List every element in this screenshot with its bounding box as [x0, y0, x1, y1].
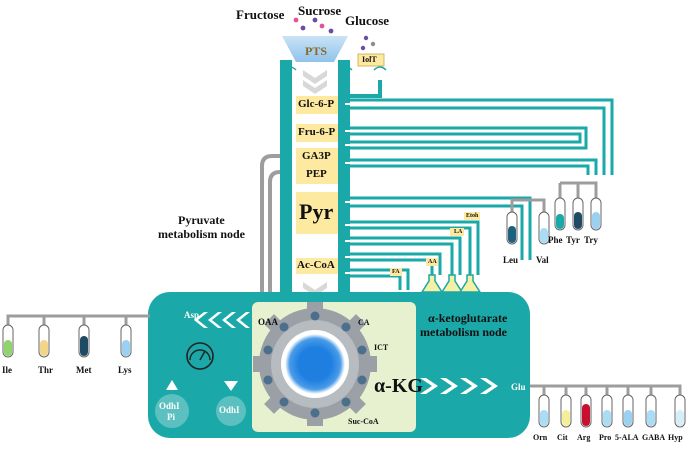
iolt-label: IolT [362, 55, 377, 64]
glu-product-cit: Cit [557, 433, 568, 442]
acetyl-coa-label: Ac-CoA [297, 259, 335, 271]
try-label: Try [584, 235, 598, 245]
asp-product-met: Met [76, 365, 92, 375]
glc6p-label: Glc-6-P [298, 98, 335, 110]
glu-product-hyp: Hyp [668, 433, 683, 442]
iolt-box [357, 53, 385, 67]
aa-gray-pipes [510, 181, 598, 212]
ca-label: CA [358, 318, 370, 327]
odhi-regulators [155, 380, 246, 428]
ga3p-label: GA3P [302, 150, 331, 162]
fructose-label: Fructose [236, 7, 285, 22]
test-tubes [2, 197, 686, 428]
pyr-label: Pyr [299, 199, 334, 224]
fru6p-label: Fru-6-P [298, 126, 336, 138]
glu-product-gaba: GABA [642, 433, 666, 442]
leu-label: Leu [503, 255, 519, 265]
gauge-icon [186, 342, 214, 370]
pts-funnel [282, 36, 348, 62]
asp-product-lys: Lys [118, 365, 132, 375]
pyruvate-node-pipes [260, 154, 295, 305]
sucrose-label: Sucrose [298, 3, 342, 18]
asp-product-thr: Thr [38, 365, 54, 375]
glu-label: Glu [511, 382, 526, 392]
pyruvate-node-label-1: Pyruvate [178, 213, 225, 227]
glu-product-pro: Pro [599, 433, 612, 442]
glu-chevrons [420, 378, 498, 394]
tyr-label: Tyr [566, 235, 580, 245]
odhi-pi-label-2: Pi [167, 412, 175, 422]
pep-label: PEP [306, 168, 327, 180]
asp-chevrons [194, 312, 250, 328]
transporter-arcs [283, 66, 387, 71]
aa-label: AA [428, 259, 437, 265]
metabolite-boxes [296, 96, 338, 274]
phe-label: Phe [548, 235, 563, 245]
suc-coa-label: Suc-CoA [348, 417, 379, 426]
asp-pipes [6, 314, 150, 325]
glu-product-orn: Orn [533, 433, 548, 442]
glucose-label: Glucose [345, 13, 390, 28]
asp-product-ile: Ile [2, 365, 12, 375]
amino-acid-pipes [338, 98, 614, 290]
product-flasks [390, 212, 482, 293]
odhi-pi-label-1: OdhI [159, 401, 180, 411]
la-label: LA [454, 229, 463, 235]
tca-cycle-gear [253, 302, 377, 426]
sugar-dots [293, 17, 376, 51]
glu-product-arg: Arg [577, 433, 591, 442]
akg-node-label-1: α-ketoglutarate [428, 311, 508, 325]
odhi-label: OdhI [219, 405, 240, 415]
etoh-label: Etoh [466, 213, 479, 219]
pts-label: PTS [305, 44, 328, 58]
pipe-hatches [345, 103, 600, 274]
iolt-pipe [350, 80, 382, 98]
asp-label: Asp [184, 310, 200, 320]
glu-pipes [530, 384, 682, 395]
akg-node-label-2: metabolism node [420, 325, 507, 339]
ict-label: ICT [374, 343, 389, 352]
oaa-label: OAA [258, 317, 278, 327]
glu-product-5ala: 5-ALA [615, 433, 639, 442]
fa-label: FA [392, 269, 400, 275]
val-label: Val [536, 255, 549, 265]
akg-label: α-KG [374, 375, 423, 397]
pyruvate-node-label-2: metabolism node [158, 227, 245, 241]
